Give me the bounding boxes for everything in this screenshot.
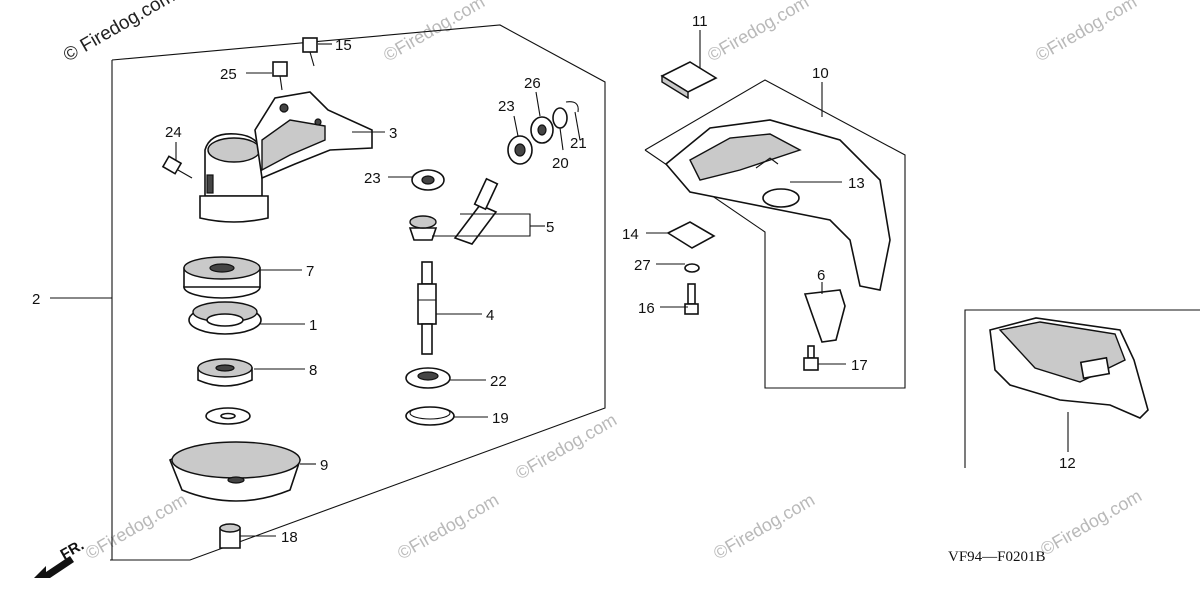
callout-17: 17 — [851, 357, 868, 374]
callout-14: 14 — [622, 226, 639, 243]
callout-27: 27 — [634, 257, 651, 274]
callout-1: 1 — [309, 317, 317, 334]
washer-20 — [552, 107, 568, 129]
watermark: ©Firedog.com — [1037, 485, 1145, 559]
gear-case-housing — [199, 91, 373, 223]
washer — [205, 407, 251, 425]
bolt-25 — [161, 155, 193, 179]
callout-2: 2 — [32, 291, 40, 308]
guard-plate-9 — [168, 441, 301, 502]
flange-8 — [197, 358, 253, 387]
bolt-17 — [803, 345, 819, 371]
bevel-gears-5 — [408, 177, 499, 245]
dust-seal-1 — [188, 301, 262, 335]
watermark: ©Firedog.com — [1032, 0, 1140, 65]
blade-guard-outline — [644, 79, 906, 389]
circlip-21 — [565, 101, 579, 113]
callout-3: 3 — [389, 125, 397, 142]
bolt-16 — [684, 283, 699, 315]
front-label: FR. — [58, 537, 87, 564]
watermark: ©Firedog.com — [82, 489, 190, 563]
washer-27 — [684, 263, 700, 273]
nut-18 — [219, 523, 241, 549]
callout-26: 25 — [220, 66, 237, 83]
diagram-code: VF94—F0201B — [948, 549, 1046, 565]
bolt-15 — [302, 37, 318, 67]
callout-8: 8 — [309, 362, 317, 379]
callout-11: 11 — [692, 13, 708, 30]
bracket-6 — [803, 289, 846, 343]
callout-15: 15 — [335, 37, 352, 54]
callout-22: 22 — [490, 373, 507, 390]
bolt-26 — [272, 61, 288, 91]
plate-14 — [666, 221, 716, 249]
callout-18: 18 — [281, 529, 298, 546]
watermark: ©Firedog.com — [394, 489, 502, 563]
shaft-4 — [417, 261, 437, 355]
bearing-24 — [530, 116, 554, 144]
watermark: ©Firedog.com — [380, 0, 488, 65]
callout-5: 5 — [546, 219, 554, 236]
blade-guard-13 — [664, 119, 891, 291]
callout-6: 6 — [817, 267, 825, 284]
callout-23-right: 23 — [498, 98, 515, 115]
gear-case-outline — [110, 24, 606, 561]
callout-20: 20 — [552, 155, 569, 172]
watermark: ©Firedog.com — [704, 0, 812, 65]
callout-24: 26 — [524, 75, 541, 92]
arrow-icon — [34, 556, 74, 578]
callout-16: 16 — [638, 300, 655, 317]
guard-12-outline — [964, 309, 1200, 468]
callout-25: 24 — [165, 124, 182, 141]
watermark: ©Firedog.com — [710, 489, 818, 563]
bearing-23-left — [411, 169, 445, 191]
callout-13: 13 — [848, 175, 865, 192]
guard-12 — [989, 317, 1149, 419]
callout-12: 12 — [1059, 455, 1076, 472]
bearing-23-right — [507, 135, 533, 165]
bearing-22 — [405, 367, 451, 389]
plate-11 — [660, 61, 718, 100]
holder-7 — [183, 256, 261, 299]
callout-4: 4 — [486, 307, 494, 324]
callout-10: 10 — [812, 65, 829, 82]
callout-21: 21 — [570, 135, 587, 152]
leader-lines — [50, 30, 1069, 537]
watermark: ©Firedog.com — [512, 409, 620, 483]
circlip-19 — [405, 406, 455, 426]
callout-9: 9 — [320, 457, 328, 474]
watermark-main: © Firedog.com — [60, 0, 179, 66]
callout-19: 19 — [492, 410, 509, 427]
callout-labels: 15 25 24 3 2 7 1 8 9 18 23 5 4 22 19 23 … — [32, 13, 1076, 546]
callout-23-left: 23 — [364, 170, 381, 187]
front-direction-arrow: FR. — [34, 537, 87, 578]
callout-7: 7 — [306, 263, 314, 280]
